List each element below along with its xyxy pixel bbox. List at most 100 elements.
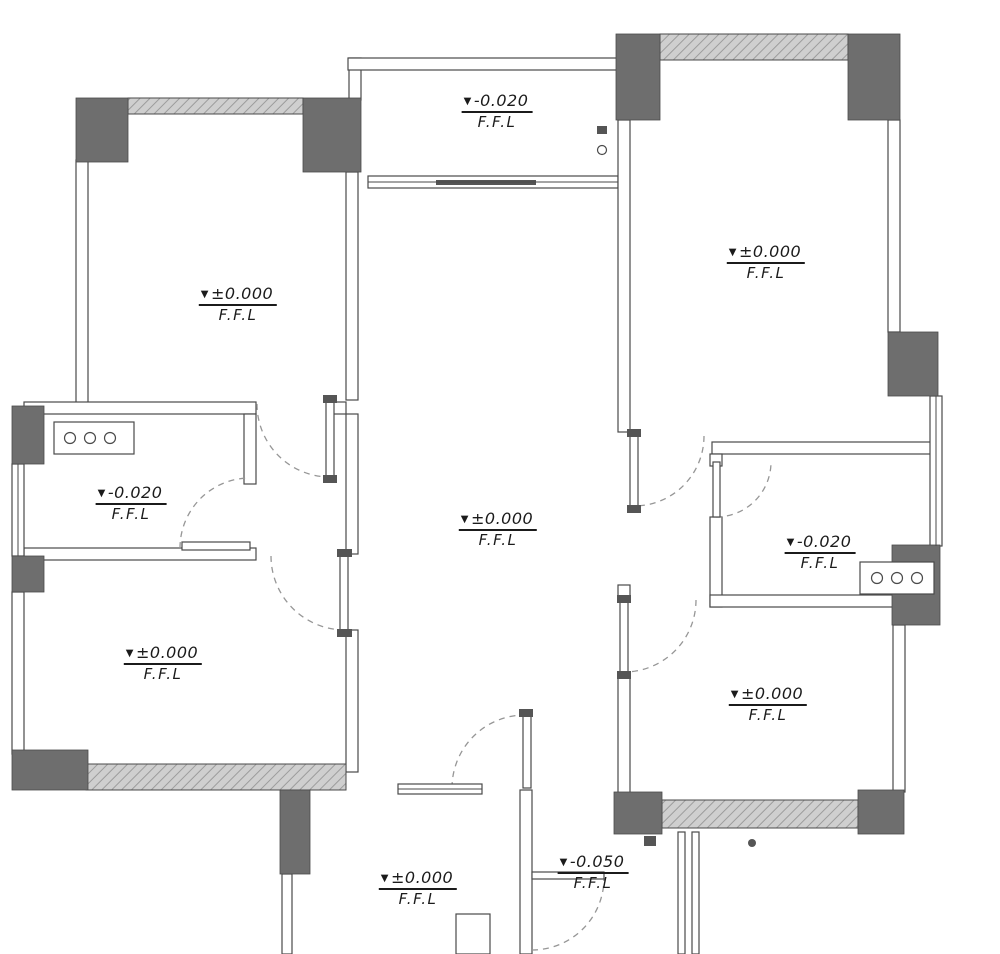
ffl-text: F.F.L (746, 263, 786, 282)
wall-segment (345, 171, 359, 401)
wall-segment (347, 57, 619, 71)
wall-segment (887, 119, 901, 333)
marker-circle-icon (596, 144, 608, 156)
level-triangle-icon: ▼ (730, 689, 739, 700)
burner-circle-icon (63, 431, 77, 445)
hinge-block (337, 629, 352, 637)
level-number: ±0.000 (740, 684, 804, 703)
wall-segment (711, 441, 935, 455)
switch-mark-icon (597, 126, 607, 134)
level-triangle-icon: ▼ (125, 648, 134, 659)
hinge-block (627, 429, 641, 437)
level-number: -0.020 (107, 483, 163, 502)
door-leaf (712, 461, 721, 518)
level-triangle-icon: ▼ (200, 289, 209, 300)
wall-segment (617, 119, 631, 433)
door-swing-arc (623, 599, 697, 673)
level-label-hall-bottom: ▼±0.000 F.F.L (378, 868, 458, 908)
door-swing-arc (256, 403, 331, 478)
burner-circle-icon (890, 571, 904, 585)
solid-wall-block (302, 97, 362, 173)
hinge-block (627, 505, 641, 513)
solid-wall-block (847, 33, 901, 121)
hatched-wall-segment (659, 33, 849, 61)
ffl-text: F.F.L (111, 504, 151, 523)
drain-dot-icon (748, 839, 756, 847)
wall-segment (892, 624, 906, 793)
hinge-block (323, 475, 337, 483)
door-swing-arc (715, 461, 772, 518)
wall-segment (11, 591, 25, 755)
hinge-block (323, 395, 337, 403)
solid-wall-block (613, 791, 663, 835)
level-value: ▼±0.000 (458, 510, 538, 531)
level-triangle-icon: ▼ (463, 96, 472, 107)
level-triangle-icon: ▼ (559, 857, 568, 868)
level-value: ▼±0.000 (726, 242, 806, 264)
level-label-bedroom-bottom-left: ▼±0.000 F.F.L (123, 643, 203, 683)
hatched-wall-segment (127, 97, 304, 115)
ffl-text: F.F.L (398, 889, 438, 908)
level-value: ▼-0.020 (95, 483, 167, 505)
ffl-text: F.F.L (218, 305, 258, 324)
door-swing-arc (633, 435, 705, 507)
level-number: -0.050 (569, 852, 625, 871)
level-triangle-icon: ▼ (380, 873, 389, 884)
wall-segment (281, 873, 293, 954)
level-label-bedroom-top-right: ▼±0.000 F.F.L (726, 242, 806, 282)
window-mullions (17, 181, 937, 790)
hinge-block (519, 709, 533, 717)
pipe-chase (677, 831, 686, 954)
solid-wall-block (887, 331, 939, 397)
level-label-living-room: ▼±0.000 F.F.L (458, 510, 538, 549)
door-leaf (522, 715, 532, 789)
burner-circle-icon (83, 431, 97, 445)
small-marks (436, 126, 756, 847)
solid-wall-block (11, 405, 45, 465)
level-number: -0.020 (473, 91, 529, 110)
ffl-text: F.F.L (800, 553, 840, 572)
level-triangle-icon: ▼ (728, 247, 737, 258)
wall-segment (345, 629, 359, 773)
hinge-block (617, 595, 631, 603)
hinge-block (617, 671, 631, 679)
ffl-text: F.F.L (478, 530, 518, 549)
door-leaf (629, 435, 639, 507)
door-swing-arc (531, 877, 605, 951)
hinge-block (337, 549, 352, 557)
wall-segment (617, 671, 631, 795)
ffl-text: F.F.L (748, 705, 788, 724)
counter-right (859, 561, 935, 595)
burner-circle-icon (910, 571, 924, 585)
hatched-wall-segment (85, 763, 347, 791)
solid-wall-block (75, 97, 129, 163)
ffl-text: F.F.L (477, 112, 517, 131)
solid-wall-block (11, 555, 45, 593)
level-number: ±0.000 (390, 868, 454, 887)
level-value: ▼±0.000 (123, 643, 203, 665)
wall-segment (23, 401, 257, 415)
level-number: ±0.000 (738, 242, 802, 261)
pipe-chase (691, 831, 700, 954)
solid-wall-block (615, 33, 661, 121)
level-label-entry: ▼-0.020 F.F.L (461, 91, 533, 131)
burner-circles (63, 144, 924, 585)
wall-segment (243, 413, 257, 485)
burner-circle-icon (870, 571, 884, 585)
level-label-bedroom-top-left: ▼±0.000 F.F.L (198, 285, 278, 324)
ffl-text: F.F.L (573, 873, 613, 892)
counter-left (53, 421, 135, 455)
wall-segment (345, 413, 359, 555)
door-leaf (325, 401, 335, 477)
level-number: ±0.000 (135, 643, 199, 662)
wall-segment (75, 159, 89, 409)
solid-wall-block (857, 789, 905, 835)
level-label-bath-bottom: ▼-0.050 F.F.L (557, 852, 629, 892)
solid-wall-block (279, 789, 311, 875)
door-swing-arc (179, 477, 251, 549)
level-value: ▼-0.020 (784, 533, 856, 554)
level-value: ▼±0.000 (378, 868, 458, 890)
switch-mark-icon (644, 836, 656, 846)
